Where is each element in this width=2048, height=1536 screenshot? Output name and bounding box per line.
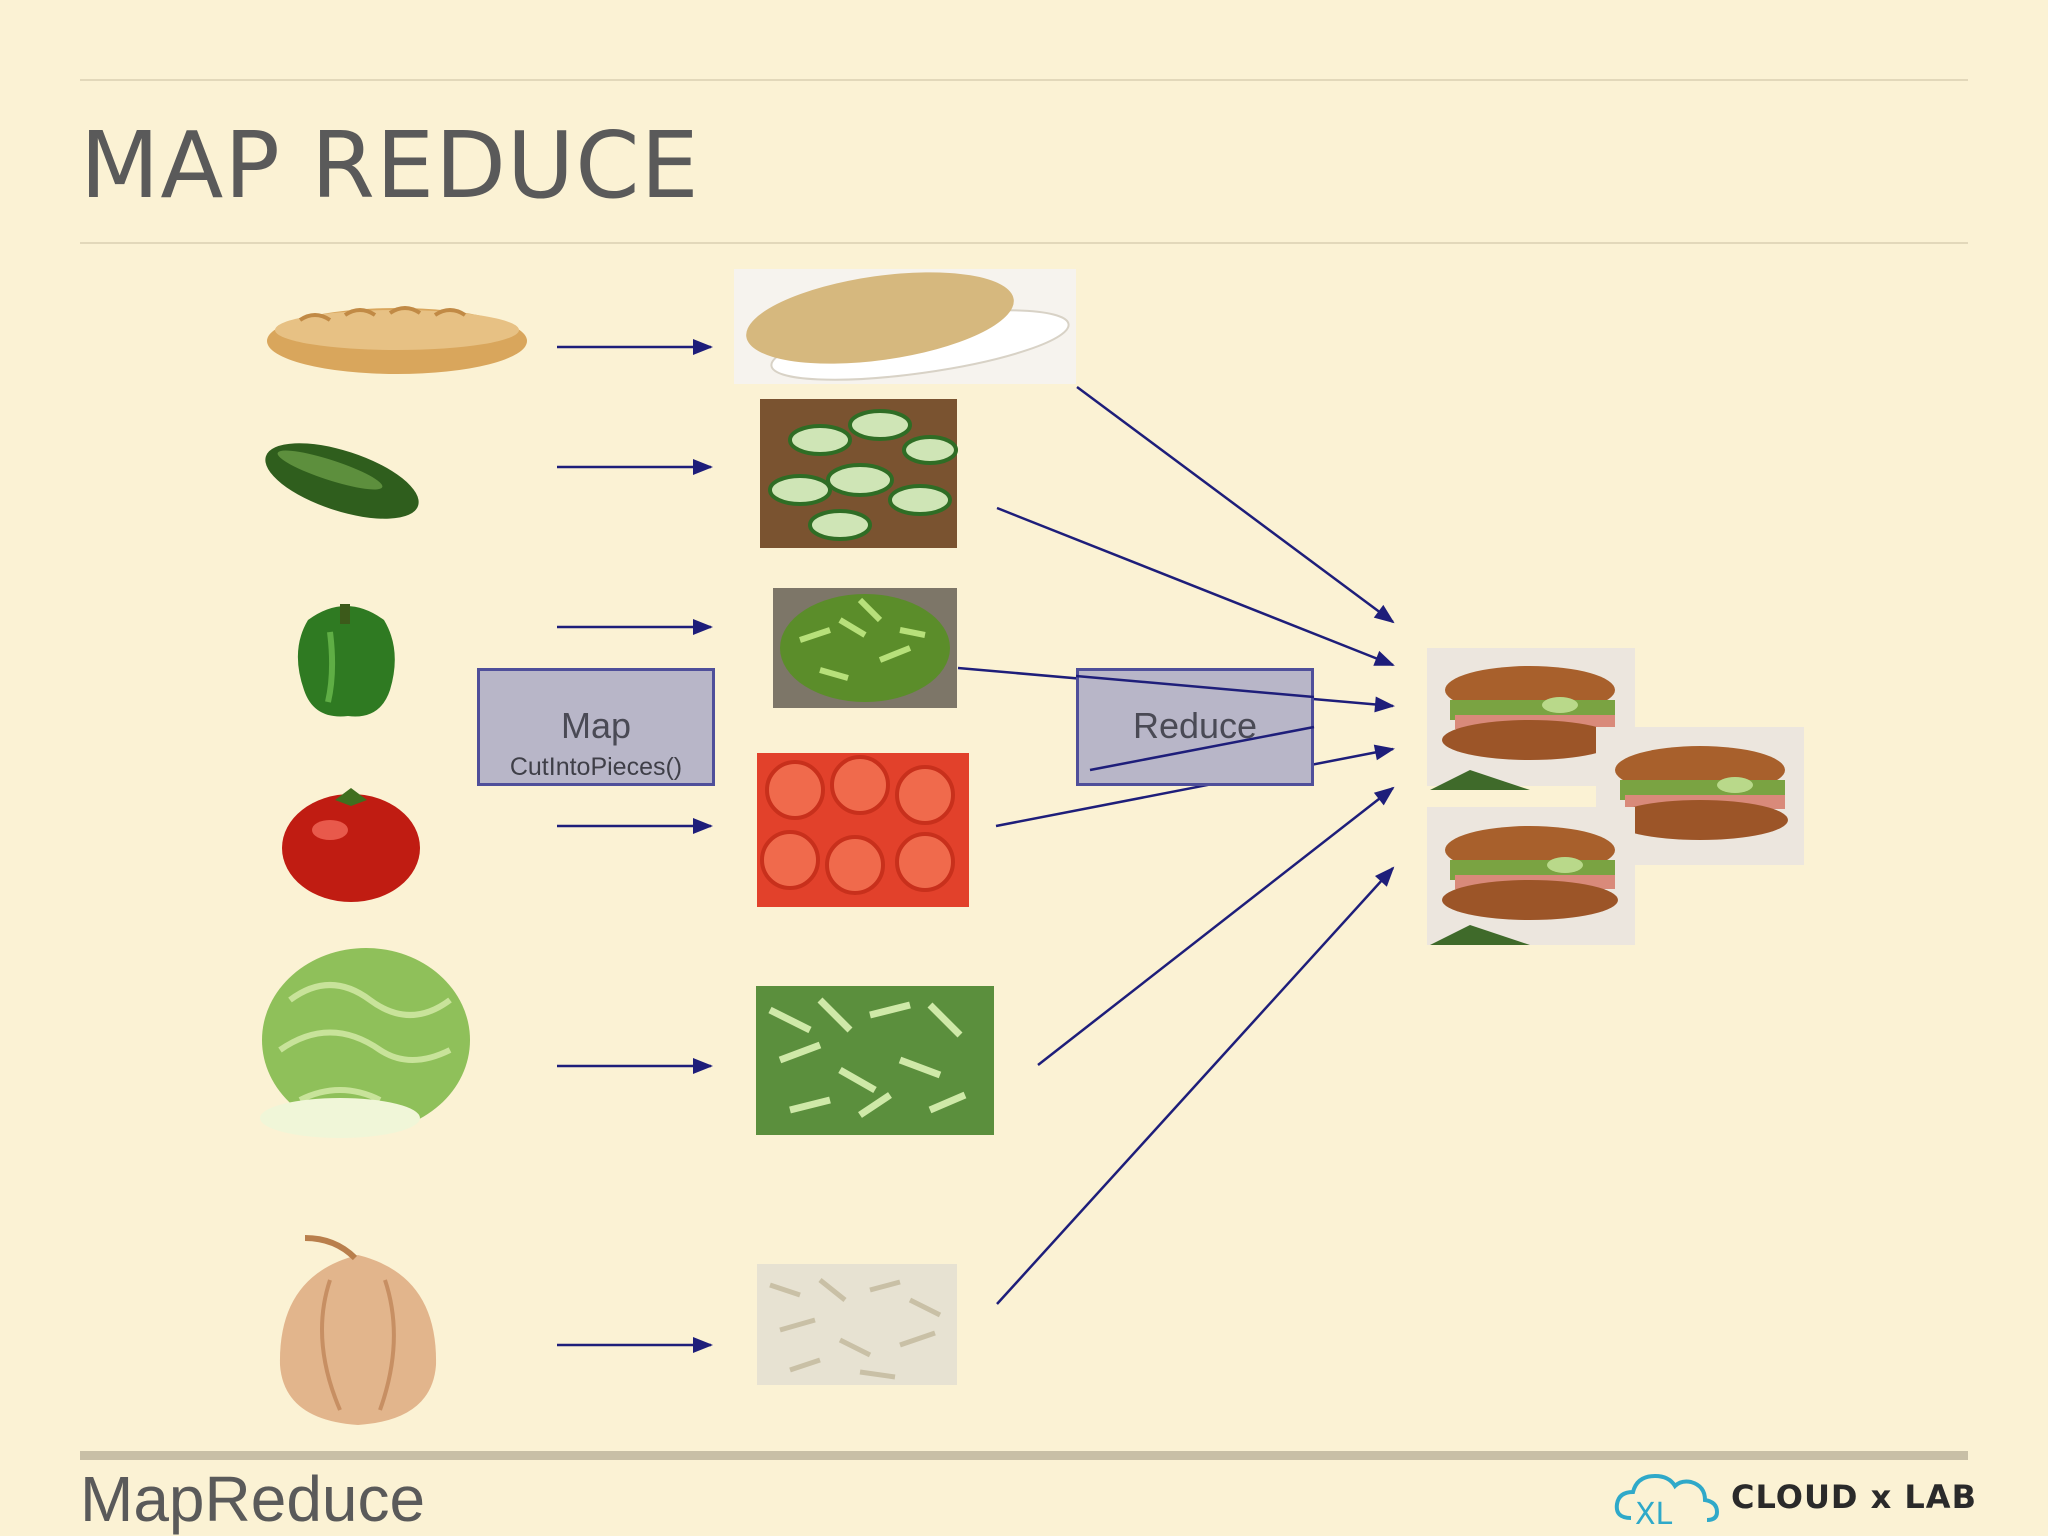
chopped-pepper-image (773, 588, 957, 708)
sandwich-image (1427, 807, 1635, 945)
lettuce-image (260, 948, 470, 1138)
tomato-slices-image (757, 753, 969, 907)
footer-rule (80, 1451, 1968, 1460)
cucumber-image (265, 443, 419, 519)
cloudxlab-logo-icon: XL (1614, 1473, 1720, 1532)
map-stage-label: Map (560, 705, 632, 746)
title-rule (80, 242, 1968, 244)
reduce-stage-box: Reduce (1076, 668, 1314, 786)
bread-loaf-image (267, 306, 527, 374)
reduce-stage-label: Reduce (1132, 705, 1258, 746)
slide-title: MAP REDUCE (80, 112, 700, 219)
cucumber-slices-image (760, 399, 958, 548)
onion-image (279, 1235, 437, 1425)
tomato-image (282, 788, 420, 902)
brand-name: CLOUD x LAB (1731, 1478, 1977, 1516)
shredded-lettuce-image (756, 986, 994, 1135)
svg-text:XL: XL (1635, 1497, 1673, 1532)
sandwich-image (1596, 727, 1804, 865)
sandwich-image (1427, 648, 1635, 790)
green-pepper-image (297, 604, 395, 717)
footer-title: MapReduce (80, 1463, 426, 1535)
top-rule (80, 79, 1968, 81)
brand-logo: XL CLOUD x LAB (1608, 1466, 1976, 1532)
map-function-label: CutIntoPieces() (509, 753, 683, 781)
reduce-arrows (957, 385, 1395, 1305)
sliced-bread-image (734, 269, 1076, 384)
input-arrows (557, 339, 713, 1353)
chopped-onion-image (757, 1264, 957, 1385)
map-stage-box: Map CutIntoPieces() (477, 668, 715, 786)
